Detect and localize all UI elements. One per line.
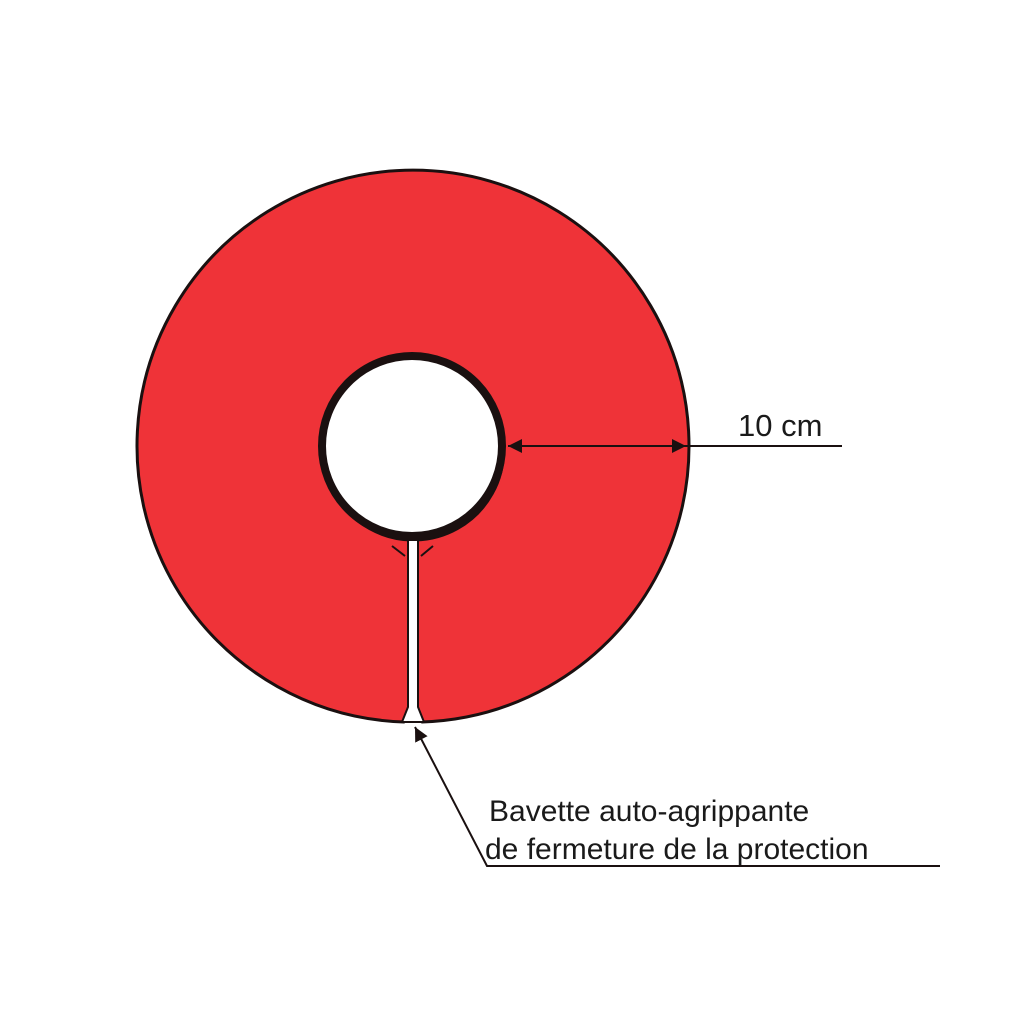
dimension-label: 10 cm <box>738 408 822 443</box>
closure-slit <box>401 539 425 723</box>
slit-ticks <box>391 545 434 557</box>
callout-line-2: de fermeture de la protection <box>485 833 869 866</box>
callout-line-1: Bavette auto-agrippante <box>489 795 809 828</box>
inner-hole <box>318 352 506 540</box>
callout-leader <box>414 726 940 867</box>
